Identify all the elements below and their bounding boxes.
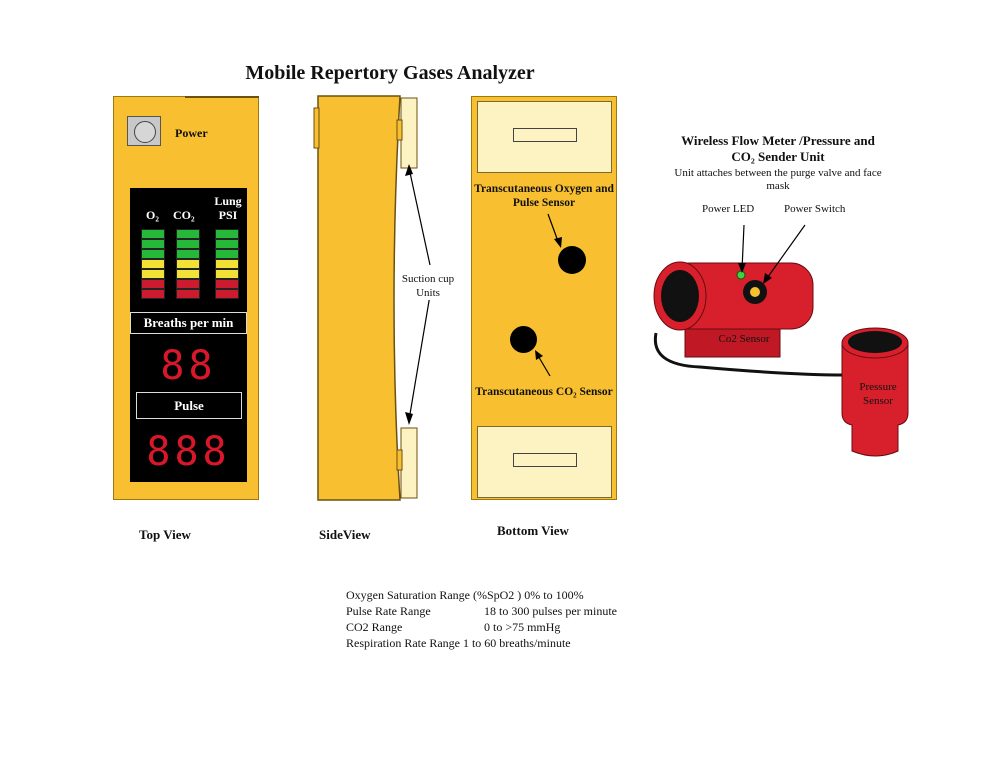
- level-bar-o2: [141, 249, 165, 259]
- suction-cup-bottom: [400, 427, 418, 499]
- oxygen-sensor-arrowhead: [554, 237, 562, 248]
- suction-pad-top: [477, 101, 612, 173]
- level-bar-o2: [141, 279, 165, 289]
- suction-pad-bottom-slot: [513, 453, 577, 467]
- pressure-sensor-label: Pressure Sensor: [859, 381, 897, 407]
- power-button-icon: [134, 121, 156, 143]
- level-bar-co2: [176, 289, 200, 299]
- suction-pad-top-slot: [513, 128, 577, 142]
- spec-row: Oxygen Saturation Range (%SpO2 ) 0% to 1…: [346, 587, 617, 603]
- suction-pad-bottom: [477, 426, 612, 498]
- spec-list: Oxygen Saturation Range (%SpO2 ) 0% to 1…: [346, 587, 617, 651]
- suction-cup-top-stem: [396, 119, 403, 141]
- level-bar-co2: [176, 249, 200, 259]
- power-led-label: Power LED: [702, 203, 755, 215]
- spec-row: Respiration Rate Range 1 to 60 breaths/m…: [346, 635, 617, 651]
- side-view-label: SideView: [319, 527, 371, 542]
- power-led-arrow: [741, 224, 745, 271]
- transcutaneous-oxygen-label: Transcutaneous Oxygen and Pulse Sensor: [474, 183, 614, 209]
- side-view-edge-tab: [313, 107, 320, 149]
- level-bar-lung-psi: [215, 269, 239, 279]
- co2-sensor: [510, 326, 537, 353]
- level-bar-lung-psi: [215, 289, 239, 299]
- gas-header-lung-psi: Lung PSI: [214, 194, 242, 222]
- suction-arrowhead-up: [405, 164, 413, 176]
- suction-arrow-up: [408, 167, 431, 266]
- gas-header-o2: O₂: [146, 208, 159, 222]
- bottom-view-arrows: [535, 213, 562, 377]
- pulse-digits-readout: 888: [146, 429, 231, 475]
- power-switch-arrow: [764, 224, 806, 282]
- side-view-body: [317, 95, 401, 501]
- flow-meter-opening: [661, 270, 699, 322]
- power-led-arrowhead: [738, 263, 746, 273]
- top-view-label: Top View: [139, 527, 191, 542]
- spec-name: Respiration Rate Range 1 to 60 breaths/m…: [346, 636, 571, 650]
- level-bar-o2: [141, 269, 165, 279]
- spec-name: Oxygen Saturation Range (%SpO2 ) 0% to 1…: [346, 588, 584, 602]
- power-label: Power: [175, 126, 208, 140]
- power-switch-label: Power Switch: [784, 203, 846, 215]
- level-bar-o2: [141, 289, 165, 299]
- wireless-unit-drawing: [653, 224, 909, 457]
- bottom-view-label: Bottom View: [497, 523, 569, 538]
- breaths-per-min-label: Breaths per min: [130, 312, 247, 334]
- suction-arrowhead-down: [405, 412, 413, 425]
- breaths-digits-readout: 88: [160, 343, 217, 389]
- spec-name: Pulse Rate Range: [346, 604, 431, 618]
- level-bar-o2: [141, 229, 165, 239]
- spec-name: CO2 Range: [346, 620, 403, 634]
- top-view-notch: [185, 96, 259, 102]
- co2-sensor-label: Co2 Sensor: [718, 333, 770, 345]
- level-bar-co2: [176, 269, 200, 279]
- power-button: [127, 116, 161, 146]
- wireless-unit-title: Wireless Flow Meter /Pressure and CO₂ Se…: [681, 133, 875, 164]
- level-bar-lung-psi: [215, 239, 239, 249]
- power-switch-knob: [750, 287, 760, 297]
- diagram-title: Mobile Repertory Gases Analyzer: [245, 62, 535, 84]
- suction-cup-bottom-stem: [396, 449, 403, 471]
- level-bar-lung-psi: [215, 249, 239, 259]
- side-view-drawing: [313, 95, 431, 501]
- suction-cup-label: Suction cup Units: [395, 272, 461, 300]
- suction-cup-top: [400, 97, 418, 169]
- pressure-sensor-body: [841, 342, 909, 457]
- power-switch-arrowhead: [763, 273, 772, 284]
- spec-row: CO2 Range 0 to >75 mmHg: [346, 619, 617, 635]
- oxygen-pulse-sensor: [558, 246, 586, 274]
- level-bar-lung-psi: [215, 279, 239, 289]
- level-bar-o2: [141, 259, 165, 269]
- sensor-cable: [653, 332, 846, 377]
- gas-header-co2: CO₂: [173, 208, 195, 222]
- pulse-label: Pulse: [136, 392, 242, 419]
- transcutaneous-co2-label: Transcutaneous CO₂ Sensor: [475, 386, 613, 398]
- pressure-sensor-opening: [848, 331, 902, 353]
- co2-sensor-arrowhead: [535, 350, 543, 360]
- spec-value: 0 to >75 mmHg: [484, 620, 561, 634]
- spec-row: Pulse Rate Range 18 to 300 pulses per min…: [346, 603, 617, 619]
- level-bar-lung-psi: [215, 229, 239, 239]
- level-bar-co2: [176, 229, 200, 239]
- power-led-icon: [736, 270, 746, 280]
- level-bar-co2: [176, 259, 200, 269]
- level-bar-co2: [176, 279, 200, 289]
- level-bar-lung-psi: [215, 259, 239, 269]
- level-bar-o2: [141, 239, 165, 249]
- spec-value: 18 to 300 pulses per minute: [484, 604, 617, 618]
- wireless-unit-subtitle: Unit attaches between the purge valve an…: [674, 167, 882, 192]
- level-bar-co2: [176, 239, 200, 249]
- suction-arrow-down: [408, 294, 431, 421]
